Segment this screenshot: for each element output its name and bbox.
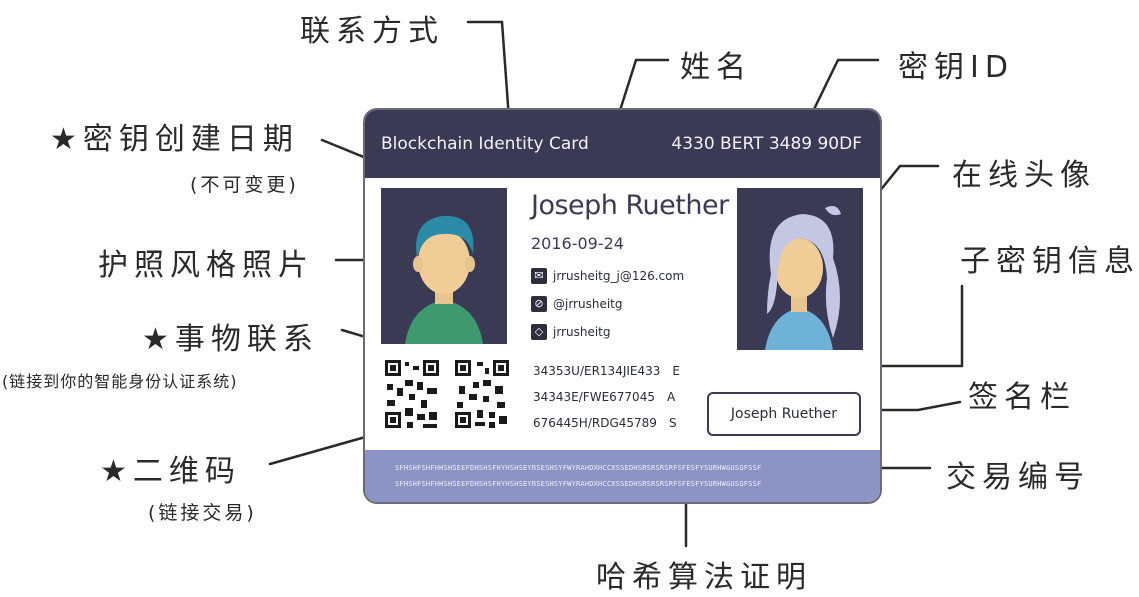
female-avatar-icon <box>737 188 863 350</box>
card-key-id: 4330 BERT 3489 90DF <box>671 134 862 154</box>
card-title: Blockchain Identity Card <box>381 134 589 154</box>
card-header: Blockchain Identity Card 4330 BERT 3489 … <box>365 110 880 178</box>
callout-tx-number: 交易编号 <box>946 460 1090 495</box>
subkey-flag: S <box>668 416 677 430</box>
callout-online-avatar: 在线头像 <box>952 158 1096 193</box>
callout-qr-sub: (链接交易) <box>148 502 257 524</box>
hash-line: SFHSHFSHFHHSHSEEFDHSHSFHYHSHSEYRSESHSYFW… <box>395 480 762 488</box>
callout-signature: 签名栏 <box>968 380 1076 415</box>
identity-card: Blockchain Identity Card 4330 BERT 3489 … <box>363 108 882 504</box>
signature-box: Joseph Ruether <box>707 392 861 436</box>
subkey-flag: E <box>672 364 680 378</box>
callout-name: 姓名 <box>680 50 752 85</box>
callout-passport-photo: 护照风格照片 <box>98 248 314 283</box>
contact-email-text: jrrusheitg_j@126.com <box>553 269 685 283</box>
subkey-row: 34353U/ER134JIE433 E <box>533 364 680 378</box>
subkey-code: 34343E/FWE677045 <box>533 390 655 404</box>
callout-things-sub: (链接到你的智能身份认证系统) <box>2 372 238 391</box>
qr-code-icon <box>453 358 511 430</box>
callout-subkey-info: 子密钥信息 <box>960 244 1139 279</box>
card-date: 2016-09-24 <box>531 234 624 253</box>
qr-code-left[interactable] <box>383 358 441 430</box>
subkey-code: 34353U/ER134JIE433 <box>533 364 661 378</box>
hash-band: SFHSHFSHFHHSHSEEFDHSHSFHYHSHSEYRSESHSYFW… <box>365 450 880 502</box>
callout-contact: 联系方式 <box>300 14 444 49</box>
contact-handle-text: @jrrusheitg <box>553 297 623 311</box>
callout-things: ★事物联系 <box>142 322 319 357</box>
link-icon: ⊘ <box>531 296 547 312</box>
subkey-code: 676445H/RDG45789 <box>533 416 657 430</box>
qr-code-right[interactable] <box>453 358 511 430</box>
male-avatar-icon <box>381 188 507 344</box>
line-qr <box>268 432 378 466</box>
card-name: Joseph Ruether <box>531 190 729 221</box>
contact-username-text: jrrusheitg <box>553 325 611 339</box>
callout-created: ★密钥创建日期 <box>50 122 299 157</box>
hash-line: SFHSHFSHFHHSHSEEFDHSHSFHYHSHSEYRSESHSYFW… <box>395 464 762 472</box>
callout-qr: ★二维码 <box>100 454 241 489</box>
online-avatar <box>737 188 863 350</box>
mail-icon: ✉ <box>531 268 547 284</box>
subkey-flag: A <box>666 390 676 404</box>
diamond-icon: ◇ <box>531 324 547 340</box>
callout-created-sub: (不可变更) <box>190 174 299 196</box>
subkey-row: 676445H/RDG45789 S <box>533 416 677 430</box>
callout-hash-proof: 哈希算法证明 <box>596 560 812 595</box>
callout-key-id: 密钥ID <box>898 50 1014 85</box>
subkey-row: 34343E/FWE677045 A <box>533 390 675 404</box>
passport-photo <box>381 188 507 344</box>
qr-code-icon <box>383 358 441 430</box>
